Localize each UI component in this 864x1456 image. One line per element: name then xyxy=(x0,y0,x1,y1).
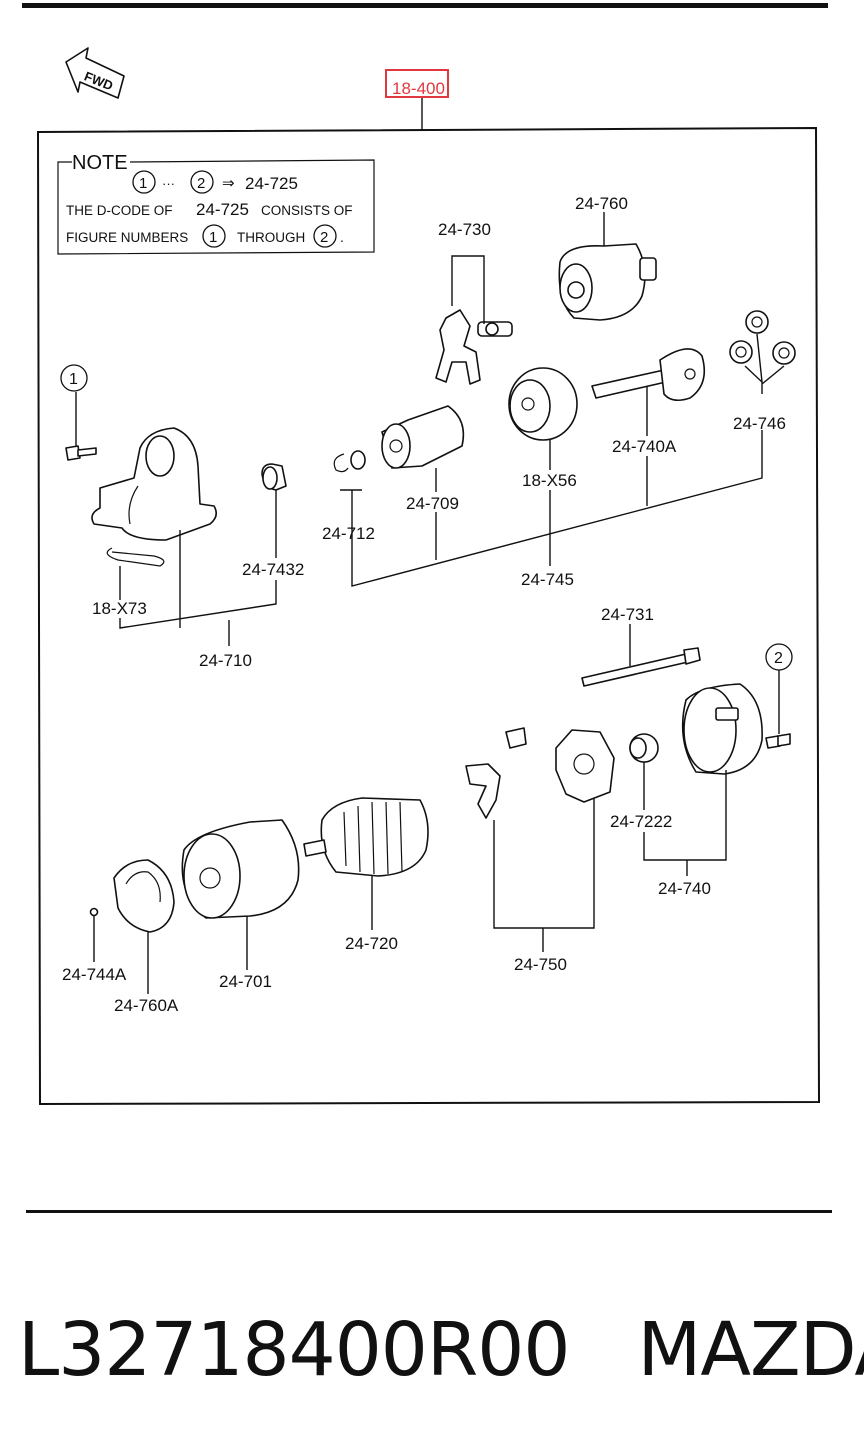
through-bolt-part[interactable] xyxy=(581,647,701,687)
callout-24-750[interactable]: 24-750 xyxy=(514,955,567,974)
footer: L32718400R00 MAZDA xyxy=(18,1300,864,1400)
callout-24-760[interactable]: 24-760 xyxy=(575,194,628,213)
leader-lines xyxy=(75,212,785,994)
note-line3-b: THROUGH xyxy=(237,230,305,245)
callout-24-709[interactable]: 24-709 xyxy=(406,494,459,513)
shift-lever-part[interactable] xyxy=(435,309,513,385)
callout-24-744A[interactable]: 24-744A xyxy=(62,965,127,984)
note-box: NOTE 1 ··· 2 ⇒ 24-725 THE D-CODE OF 24-7… xyxy=(57,152,375,255)
callout-24-746[interactable]: 24-746 xyxy=(733,414,786,433)
solenoid-part[interactable] xyxy=(558,243,657,321)
note-line2-b: CONSISTS OF xyxy=(261,203,353,218)
note-arrow: ⇒ xyxy=(222,175,235,192)
end-cover-part[interactable] xyxy=(113,859,175,933)
note-line2-a: THE D-CODE OF xyxy=(66,203,173,218)
note-line3-a: FIGURE NUMBERS xyxy=(66,230,188,245)
note-circle-1b: 1 xyxy=(209,229,217,246)
stop-ring-part[interactable] xyxy=(333,450,366,473)
part-number: L32718400R00 xyxy=(18,1307,570,1393)
callout-24-710[interactable]: 24-710 xyxy=(199,651,252,670)
rear-cover-part[interactable] xyxy=(681,683,763,775)
diagram-frame xyxy=(36,126,821,1106)
assembly-code: 18-400 xyxy=(392,79,445,98)
note-period: . xyxy=(340,229,344,245)
rear-bushing-part[interactable] xyxy=(629,733,659,763)
callout-24-731[interactable]: 24-731 xyxy=(601,605,654,624)
armature-part[interactable] xyxy=(303,797,429,877)
bolt-1-part[interactable] xyxy=(65,445,97,461)
front-housing-part[interactable] xyxy=(91,427,218,541)
note-dots: ··· xyxy=(162,176,175,191)
callout-18-X56[interactable]: 18-X56 xyxy=(522,471,577,490)
svg-text:1: 1 xyxy=(69,371,78,388)
bushing-part[interactable] xyxy=(261,463,287,491)
callout-24-730[interactable]: 24-730 xyxy=(438,220,491,239)
callout-24-760A[interactable]: 24-760A xyxy=(114,996,179,1015)
bolt-2-part[interactable] xyxy=(765,733,791,749)
seal-clip-part[interactable] xyxy=(106,547,165,567)
note-title: NOTE xyxy=(72,152,128,174)
assembly-code-highlight[interactable] xyxy=(385,69,449,98)
callout-24-740A[interactable]: 24-740A xyxy=(612,437,677,456)
brush-holder-part[interactable] xyxy=(555,729,615,803)
ref-circle-2[interactable]: 2 xyxy=(765,643,793,671)
callout-18-X73[interactable]: 18-X73 xyxy=(92,599,147,618)
brand-name: MAZDA xyxy=(637,1307,864,1393)
fwd-arrow-icon: FWD xyxy=(65,47,125,99)
note-circle-1: 1 xyxy=(139,175,147,192)
bottom-rule xyxy=(26,1210,832,1213)
output-shaft-part[interactable] xyxy=(591,348,706,402)
pin-part[interactable] xyxy=(89,907,99,917)
brushes-part[interactable] xyxy=(465,727,527,819)
callout-24-745[interactable]: 24-745 xyxy=(521,570,574,589)
pinion-clutch-part[interactable] xyxy=(381,405,465,469)
callout-24-712[interactable]: 24-712 xyxy=(322,524,375,543)
note-code-1: 24-725 xyxy=(245,174,298,193)
yoke-part[interactable] xyxy=(181,819,300,919)
note-circle-2: 2 xyxy=(197,175,205,192)
gear-housing-part[interactable] xyxy=(508,367,578,441)
top-rule xyxy=(22,3,828,8)
svg-text:2: 2 xyxy=(774,650,783,667)
callout-24-701[interactable]: 24-701 xyxy=(219,972,272,991)
note-code-2: 24-725 xyxy=(196,200,249,219)
callout-24-740[interactable]: 24-740 xyxy=(658,879,711,898)
ref-circle-1[interactable]: 1 xyxy=(60,364,88,392)
planetary-gears-part[interactable] xyxy=(729,310,796,365)
note-circle-2b: 2 xyxy=(320,229,328,246)
callout-24-7222[interactable]: 24-7222 xyxy=(610,812,672,831)
callout-24-720[interactable]: 24-720 xyxy=(345,934,398,953)
callout-24-7432[interactable]: 24-7432 xyxy=(242,560,304,579)
